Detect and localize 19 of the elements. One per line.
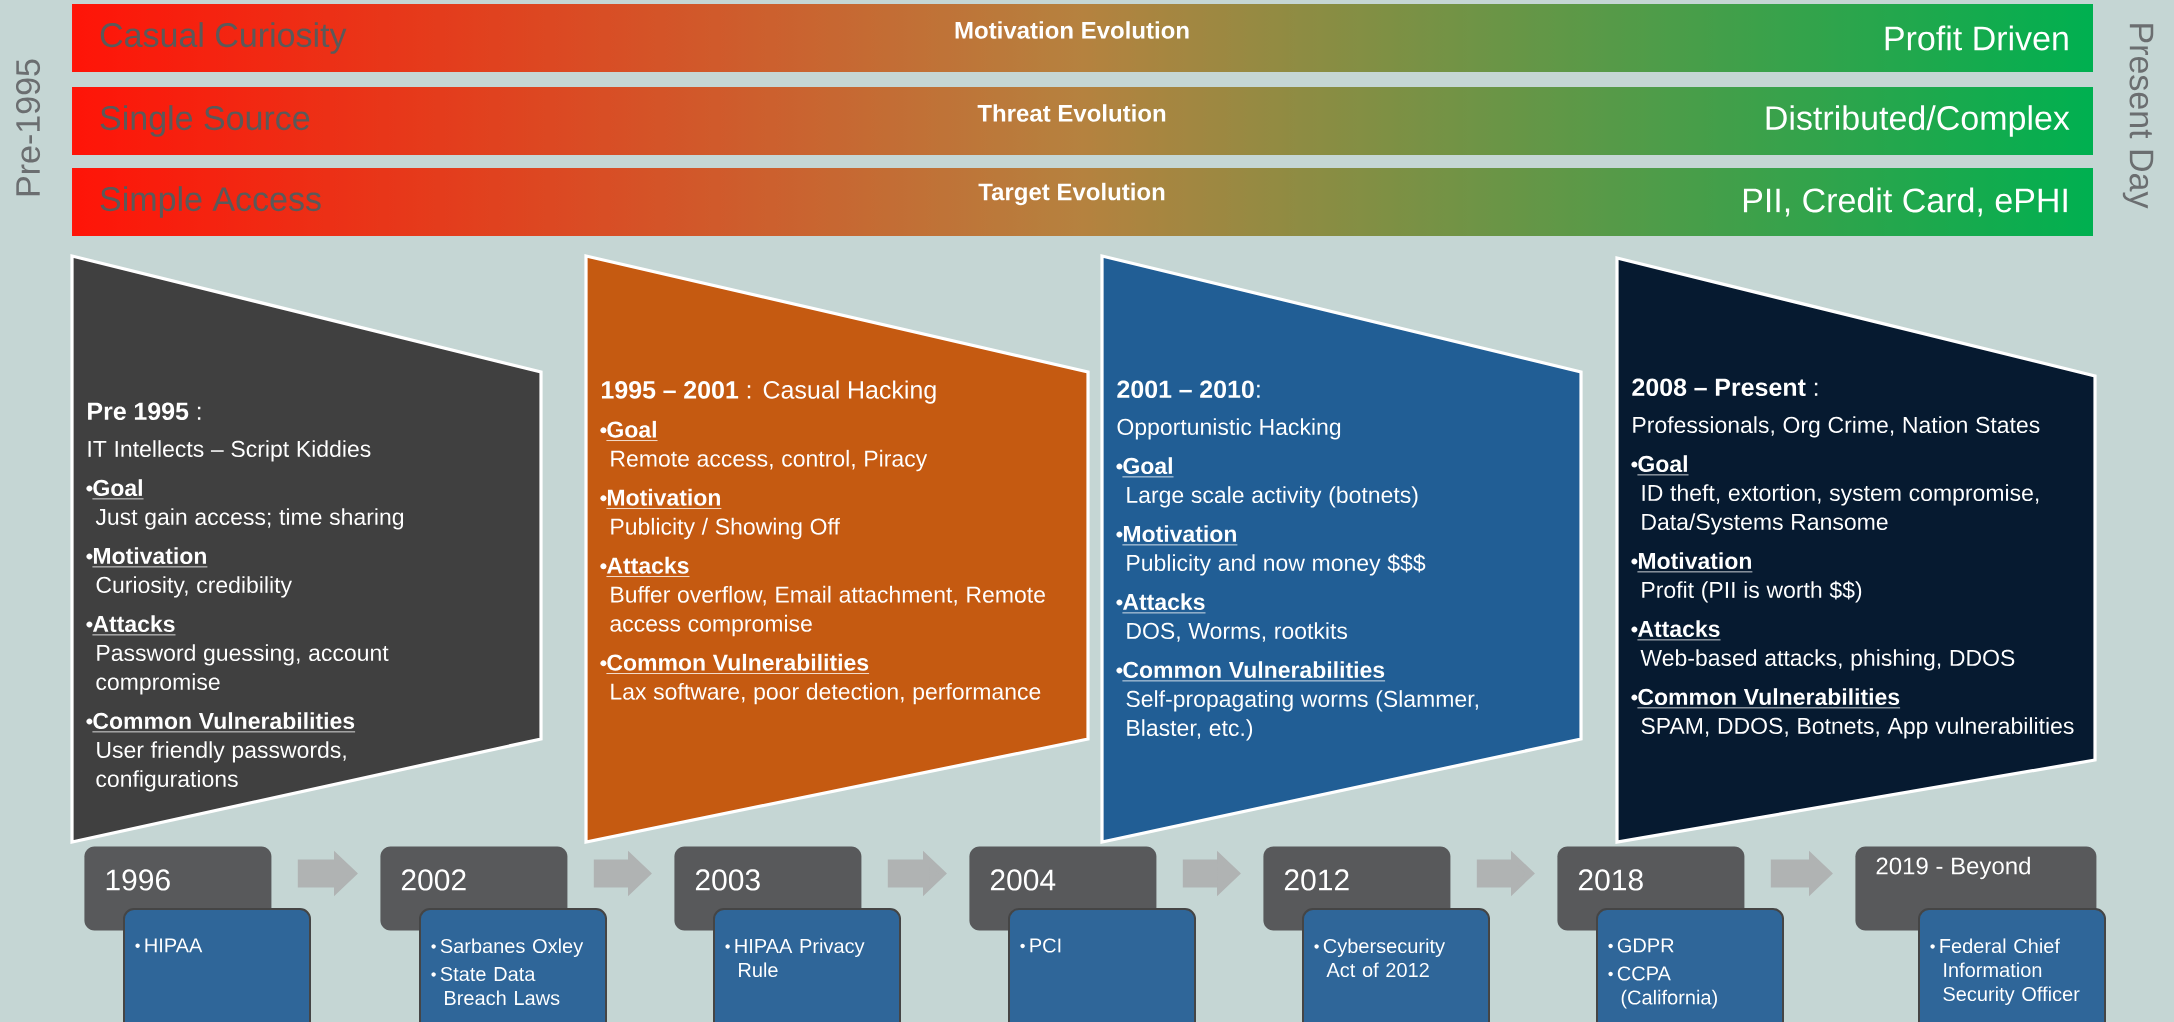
bar-title: Threat Evolution [977, 104, 1166, 122]
event-box: HIPAA Privacy Rule [713, 908, 901, 1022]
bar-end-label: Profit Driven [1885, 25, 2068, 51]
era-panel: 1995 – 2001 : Casual Hacking Goal Remote access, control, Piracy Motivation Publicity / Showing Off Attacks Buffer overflow, Email attachment, Remote access compromise Common Vulnerabilities Lax software, poor detection, performance [584, 254, 1090, 844]
bar-start-label: Casual Curiosity [100, 22, 347, 54]
bar-start-label: Single Source [100, 105, 310, 137]
event-box: HIPAA [123, 908, 311, 1022]
event-box: Cybersecurity Act of 2012 [1302, 908, 1490, 1022]
side-label: Pre-1995 [15, 59, 41, 196]
event-box: PCI [1008, 908, 1196, 1022]
event-box: GDPR CCPA (California) [1596, 908, 1784, 1022]
bar-start-label: Simple Access [100, 186, 321, 218]
bar-end-label: Distributed/Complex [1766, 105, 2070, 137]
bar-end-label: PII, Credit Card, ePHI [1743, 187, 2067, 217]
event-box: Sarbanes Oxley State Data Breach Laws [419, 908, 607, 1022]
event-box: Federal Chief Information Security Officer [1918, 908, 2106, 1022]
side-label: Present Day [2122, 24, 2154, 209]
bar-title: Motivation Evolution [955, 21, 1189, 39]
bar-title: Target Evolution [978, 182, 1165, 206]
